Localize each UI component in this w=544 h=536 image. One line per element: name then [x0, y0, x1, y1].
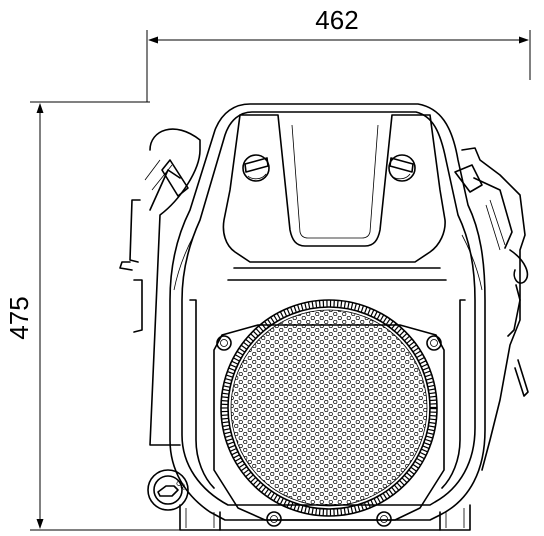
grille-bolt-bottom-right — [376, 511, 392, 527]
height-dimension-value: 475 — [4, 296, 34, 339]
height-dimension: 475 — [4, 101, 180, 531]
grille-bolt-top-right — [426, 335, 442, 351]
grille-mount-plate — [213, 324, 445, 521]
engine-body: OIL — [119, 103, 529, 531]
shroud-right-rib — [441, 299, 466, 489]
rotating-screen-grille — [220, 299, 438, 517]
engine-rear-block-right — [461, 147, 526, 471]
top-cover-step — [227, 267, 447, 281]
engine-rear-block — [149, 128, 201, 446]
top-cover-inner-line — [291, 124, 379, 239]
shroud-right-edge — [461, 234, 483, 291]
oil-fill-cap: OIL — [147, 469, 189, 511]
grille-bolt-bottom-left — [266, 511, 282, 527]
shroud-left-edge — [173, 234, 195, 291]
engine-base — [179, 504, 471, 531]
right-cover-fastener — [388, 154, 416, 182]
top-cover-panel — [222, 114, 446, 263]
right-side-components — [454, 164, 529, 397]
grille-bolt-top-left — [216, 335, 232, 351]
left-side-components — [119, 159, 189, 333]
width-dimension-value: 462 — [315, 5, 358, 35]
width-dimension: 462 — [146, 5, 531, 102]
shroud-inner — [181, 111, 476, 506]
left-cover-fastener — [242, 154, 270, 182]
shroud-left-rib — [189, 299, 215, 489]
